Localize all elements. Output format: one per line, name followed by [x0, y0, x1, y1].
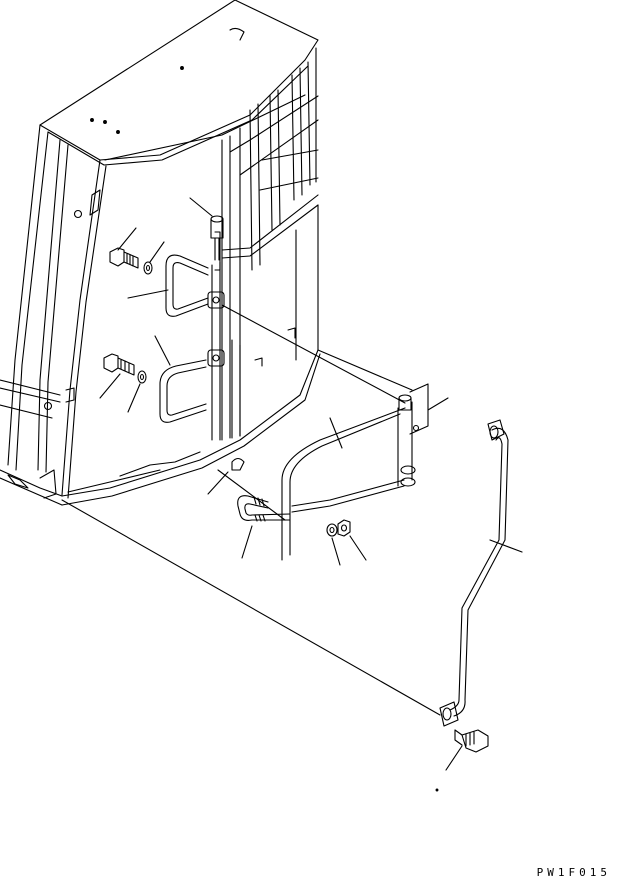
- bolt-lower: [103, 353, 135, 376]
- leader-line-hinge-pin: [189, 197, 213, 217]
- bracket-plate: [409, 383, 429, 435]
- leader-line-washer-lower: [127, 383, 141, 413]
- washer-upper: [143, 261, 153, 275]
- swing-handle: [281, 394, 416, 561]
- leader-line-handle-lower: [154, 335, 171, 366]
- u-bolt: [237, 495, 291, 522]
- leader-line-washer-mid: [331, 537, 341, 566]
- clip: [231, 457, 245, 471]
- bolt-handrail: [454, 729, 489, 753]
- leader-line-swing-handle: [329, 417, 343, 449]
- washer-lower: [137, 370, 147, 384]
- cab-hinges: [207, 231, 225, 367]
- leader-line-u-bolt: [241, 525, 253, 559]
- dot-mark: [435, 788, 439, 792]
- drawing-code: PW1F015: [536, 866, 611, 879]
- leader-line-bolt-upper: [117, 227, 137, 251]
- bolt-upper: [109, 247, 139, 269]
- projection-lines: [61, 304, 441, 716]
- leader-line-bracket: [427, 397, 449, 411]
- leader-line-bolt-handrail: [445, 745, 463, 771]
- grab-handle-upper: [165, 254, 209, 317]
- grab-handle-lower: [159, 359, 207, 423]
- leader-line-bolt-lower: [99, 373, 121, 399]
- leader-line-washer-upper: [149, 241, 165, 263]
- nut: [337, 519, 351, 537]
- washer-mid: [326, 523, 338, 537]
- leader-line-handle-upper: [127, 289, 169, 299]
- cab-body: [0, 0, 321, 506]
- leader-line-clip: [207, 471, 229, 495]
- hinge-pin: [210, 215, 224, 261]
- leader-line-handrail: [489, 539, 523, 553]
- long-handrail: [439, 419, 509, 727]
- leader-line-nut: [349, 535, 367, 561]
